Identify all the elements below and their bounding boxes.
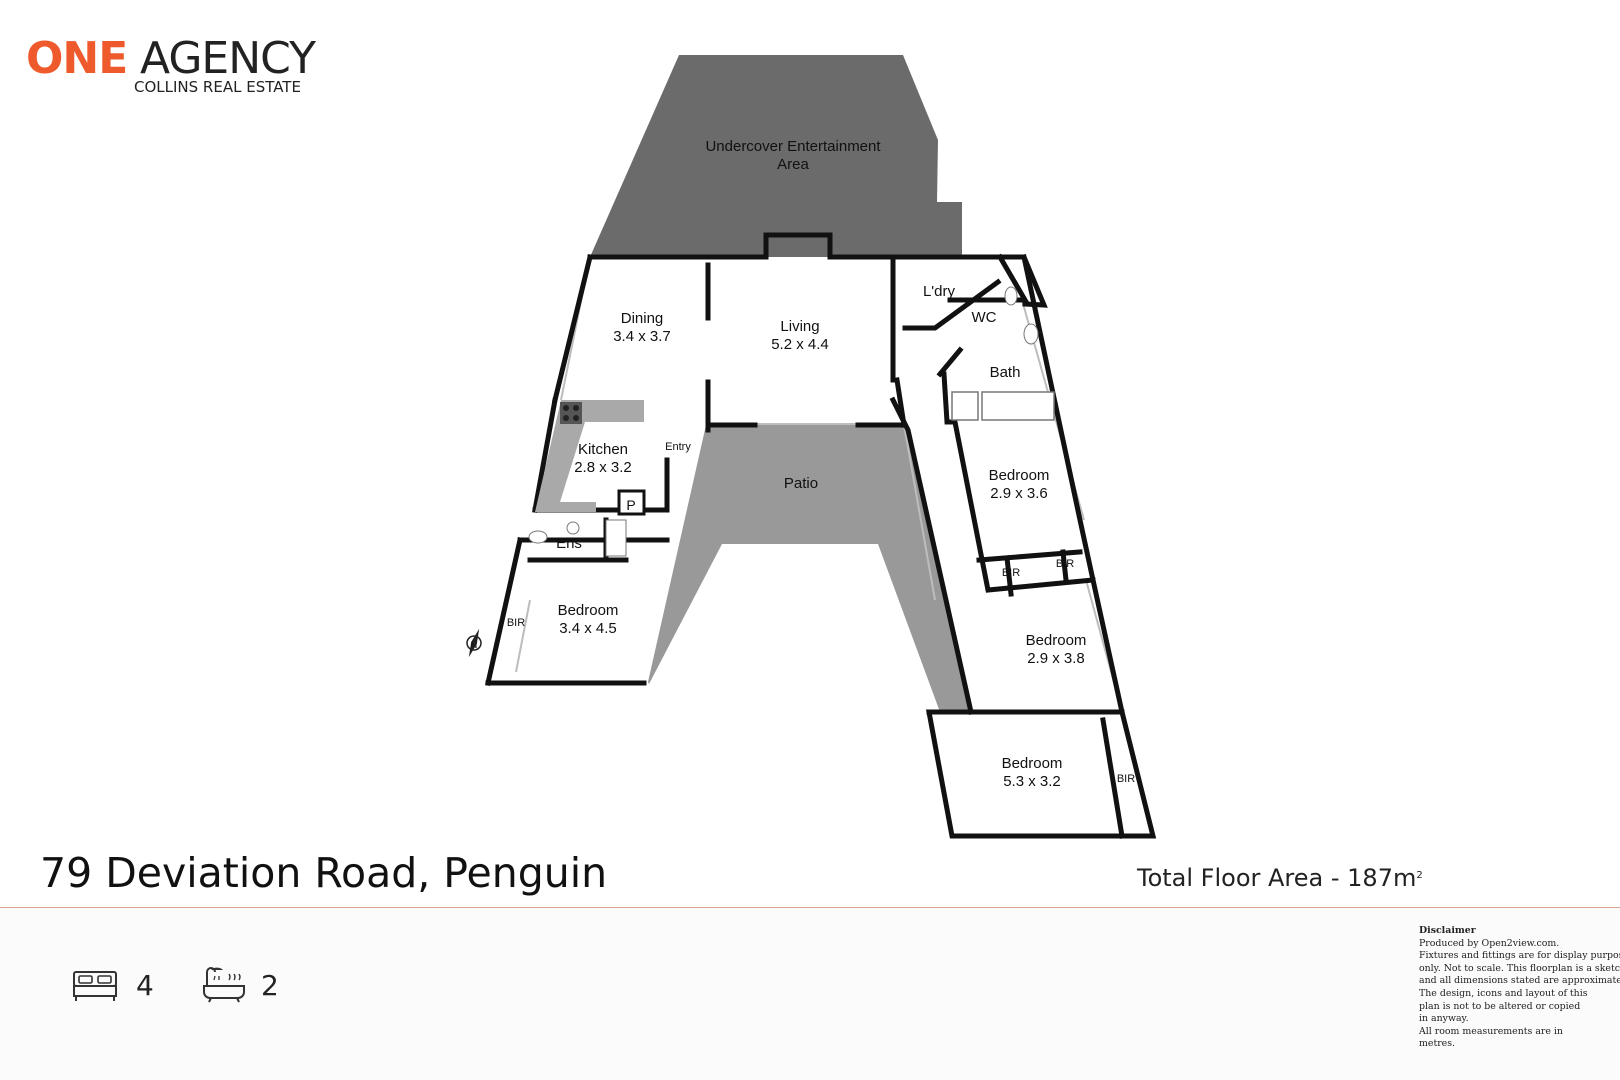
cooktop bbox=[560, 402, 582, 424]
bathtub bbox=[981, 391, 1055, 421]
footer-divider bbox=[0, 907, 1620, 908]
bedroom2-dims: 2.9 x 3.6 bbox=[990, 485, 1048, 502]
baths-count: 2 bbox=[261, 969, 279, 1002]
compass-label: N bbox=[471, 640, 478, 650]
kitchen-bench bbox=[535, 400, 644, 512]
total-floor-area: Total Floor Area - 187m2 bbox=[1137, 863, 1423, 893]
undercover-label-2: Area bbox=[777, 156, 809, 173]
pantry-label: P bbox=[626, 497, 635, 513]
disclaimer-line: metres. bbox=[1419, 1038, 1456, 1050]
undercover-area-shape bbox=[590, 55, 962, 257]
bathtub-icon bbox=[203, 967, 245, 1003]
compass-icon bbox=[466, 628, 482, 658]
bedroom3-label: Bedroom bbox=[1026, 632, 1087, 649]
logo-subtitle: COLLINS REAL ESTATE bbox=[134, 78, 301, 96]
wc-toilet bbox=[1004, 286, 1018, 306]
bedroom2-label: Bedroom bbox=[989, 467, 1050, 484]
total-area-sup: 2 bbox=[1416, 870, 1423, 881]
pantry-box bbox=[617, 489, 646, 516]
ens-toilet bbox=[528, 530, 548, 544]
ens-basin bbox=[566, 521, 580, 535]
logo-word-one: ONE bbox=[26, 33, 128, 84]
disclaimer: Disclaimer Produced by Open2view.com. Fi… bbox=[1419, 925, 1620, 1051]
vanity bbox=[951, 391, 979, 421]
disclaimer-line: All room measurements are in bbox=[1419, 1025, 1563, 1037]
dining-dims: 3.4 x 3.7 bbox=[613, 328, 671, 345]
dining-label: Dining bbox=[621, 310, 664, 327]
bedroom4-label: Bedroom bbox=[1002, 755, 1063, 772]
logo-word-agency: AGENCY bbox=[140, 33, 316, 84]
disclaimer-line: in anyway. bbox=[1419, 1013, 1469, 1025]
patio-shape bbox=[648, 425, 971, 712]
bedroom3-dims: 2.9 x 3.8 bbox=[1027, 650, 1085, 667]
bir-a-label: BIR bbox=[1002, 567, 1020, 579]
bir-b-label: BIR bbox=[1056, 558, 1074, 570]
bath-toilet bbox=[1023, 323, 1039, 345]
ens-shower bbox=[605, 519, 627, 557]
kitchen-label: Kitchen bbox=[578, 441, 628, 458]
ensuite-label: Ens bbox=[556, 535, 582, 552]
bed-icon bbox=[73, 971, 117, 1001]
disclaimer-line: Produced by Open2view.com. bbox=[1419, 937, 1560, 949]
patio-label: Patio bbox=[784, 475, 818, 492]
undercover-label: Undercover Entertainment bbox=[705, 138, 881, 155]
disclaimer-line: and all dimensions stated are approximat… bbox=[1419, 975, 1620, 987]
kitchen-dims: 2.8 x 3.2 bbox=[574, 459, 632, 476]
bedroom1-label: Bedroom bbox=[558, 602, 619, 619]
disclaimer-line: Fixtures and fittings are for display pu… bbox=[1419, 950, 1620, 962]
bedroom1-bir: BIR bbox=[507, 617, 525, 629]
baths-stat: 2 bbox=[201, 966, 341, 1006]
total-area-text: Total Floor Area - 187m bbox=[1137, 864, 1417, 892]
agency-logo: ONE AGENCY COLLINS REAL ESTATE bbox=[26, 34, 346, 104]
beds-count: 4 bbox=[136, 969, 154, 1002]
entry-label: Entry bbox=[665, 441, 691, 453]
beds-stat: 4 bbox=[72, 966, 212, 1006]
bedroom1-dims: 3.4 x 4.5 bbox=[559, 620, 617, 637]
disclaimer-line: The design, icons and layout of this bbox=[1419, 987, 1588, 999]
wc-label: WC bbox=[972, 309, 997, 326]
bath-label: Bath bbox=[990, 364, 1021, 381]
living-dims: 5.2 x 4.4 bbox=[771, 336, 829, 353]
footer-panel bbox=[0, 908, 1620, 1080]
laundry-label: L'dry bbox=[923, 283, 956, 300]
bedroom4-bir: BIR bbox=[1117, 773, 1135, 785]
disclaimer-line: plan is not to be altered or copied bbox=[1419, 1000, 1581, 1012]
disclaimer-title: Disclaimer bbox=[1419, 925, 1476, 936]
living-label: Living bbox=[780, 318, 819, 335]
property-address: 79 Deviation Road, Penguin bbox=[40, 849, 608, 897]
bedroom4-dims: 5.3 x 3.2 bbox=[1003, 773, 1061, 790]
disclaimer-line: only. Not to scale. This floorplan is a … bbox=[1419, 962, 1620, 974]
